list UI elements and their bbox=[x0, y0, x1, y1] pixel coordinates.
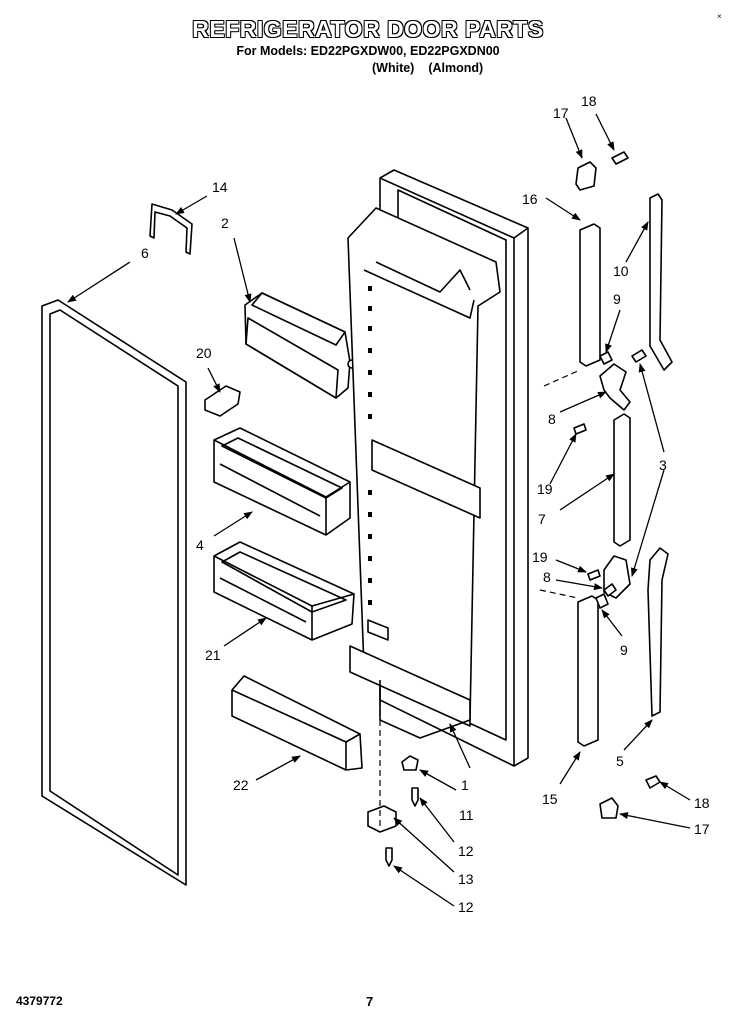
part-door bbox=[347, 169, 529, 767]
part-nut-9-upper bbox=[599, 351, 613, 365]
callout-labels: 1 2 3 4 5 6 7 8 8 9 9 10 11 12 12 13 14 … bbox=[141, 93, 710, 915]
part-screw-lower bbox=[385, 847, 393, 867]
callout-14: 14 bbox=[212, 179, 228, 195]
part-door-gasket bbox=[41, 299, 187, 886]
color-white: (White) bbox=[372, 61, 415, 75]
callout-13: 13 bbox=[458, 871, 474, 887]
callout-12-upper: 12 bbox=[458, 843, 474, 859]
callout-22: 22 bbox=[233, 777, 249, 793]
callout-10: 10 bbox=[613, 263, 629, 279]
callout-4: 4 bbox=[196, 537, 204, 553]
color-variants: (White) (Almond) bbox=[372, 61, 497, 75]
page-number: 7 bbox=[366, 994, 374, 1009]
callout-9-lower: 9 bbox=[620, 642, 628, 658]
part-bushing bbox=[401, 755, 419, 771]
part-dairy-door bbox=[244, 292, 357, 399]
color-almond: (Almond) bbox=[428, 61, 484, 75]
alignment-lines bbox=[379, 369, 581, 830]
callout-18-lower: 18 bbox=[694, 795, 710, 811]
part-end-cap-top bbox=[575, 161, 597, 191]
callout-17-upper: 17 bbox=[553, 105, 569, 121]
callout-16: 16 bbox=[522, 191, 538, 207]
part-screw-8-lower bbox=[603, 583, 617, 597]
document-number: 4379772 bbox=[16, 994, 63, 1008]
part-side-trim bbox=[613, 413, 631, 547]
callout-6: 6 bbox=[141, 245, 149, 261]
part-small-clip bbox=[204, 385, 241, 417]
callout-7: 7 bbox=[538, 511, 546, 527]
callout-11: 11 bbox=[459, 807, 474, 823]
part-screw-8-upper bbox=[631, 349, 647, 363]
page-title: REFRIGERATOR DOOR PARTS bbox=[192, 16, 544, 42]
callout-19-upper: 19 bbox=[537, 481, 553, 497]
part-lower-trim bbox=[577, 595, 599, 747]
door-holes bbox=[368, 286, 372, 605]
callout-3: 3 bbox=[659, 457, 667, 473]
model-numbers: For Models: ED22PGXDW00, ED22PGXDN00 bbox=[236, 44, 500, 58]
part-handle-upper bbox=[649, 193, 673, 371]
part-screw-top bbox=[611, 151, 629, 165]
part-screw-upper bbox=[411, 787, 419, 807]
part-hinge bbox=[367, 805, 397, 833]
part-bottom-bin bbox=[231, 675, 363, 771]
callout-12-lower: 12 bbox=[458, 899, 474, 915]
callout-8-lower: 8 bbox=[543, 569, 551, 585]
callout-20: 20 bbox=[196, 345, 212, 361]
part-door-bin-lower bbox=[213, 541, 355, 641]
callout-15: 15 bbox=[542, 791, 558, 807]
callout-1: 1 bbox=[461, 777, 469, 793]
corner-mark: × bbox=[717, 12, 722, 21]
part-handle-bracket-upper bbox=[599, 363, 631, 411]
part-screw-19-lower bbox=[587, 569, 601, 581]
part-nut-9-lower bbox=[595, 593, 609, 609]
callout-19-lower: 19 bbox=[532, 549, 548, 565]
leader-lines bbox=[67, 113, 691, 907]
callout-5: 5 bbox=[616, 753, 624, 769]
callout-8-upper: 8 bbox=[548, 411, 556, 427]
part-handle-lower bbox=[647, 547, 669, 717]
callout-21: 21 bbox=[205, 647, 221, 663]
callout-2: 2 bbox=[221, 215, 229, 231]
part-screw-19-upper bbox=[573, 423, 587, 435]
part-clip bbox=[149, 203, 193, 255]
callout-18-upper: 18 bbox=[581, 93, 597, 109]
part-screw-bottom bbox=[645, 775, 661, 789]
part-top-trim bbox=[579, 223, 601, 367]
callout-9-upper: 9 bbox=[613, 291, 621, 307]
part-door-bin bbox=[213, 427, 351, 536]
callout-17-lower: 17 bbox=[694, 821, 710, 837]
part-end-cap-bottom bbox=[599, 797, 619, 819]
